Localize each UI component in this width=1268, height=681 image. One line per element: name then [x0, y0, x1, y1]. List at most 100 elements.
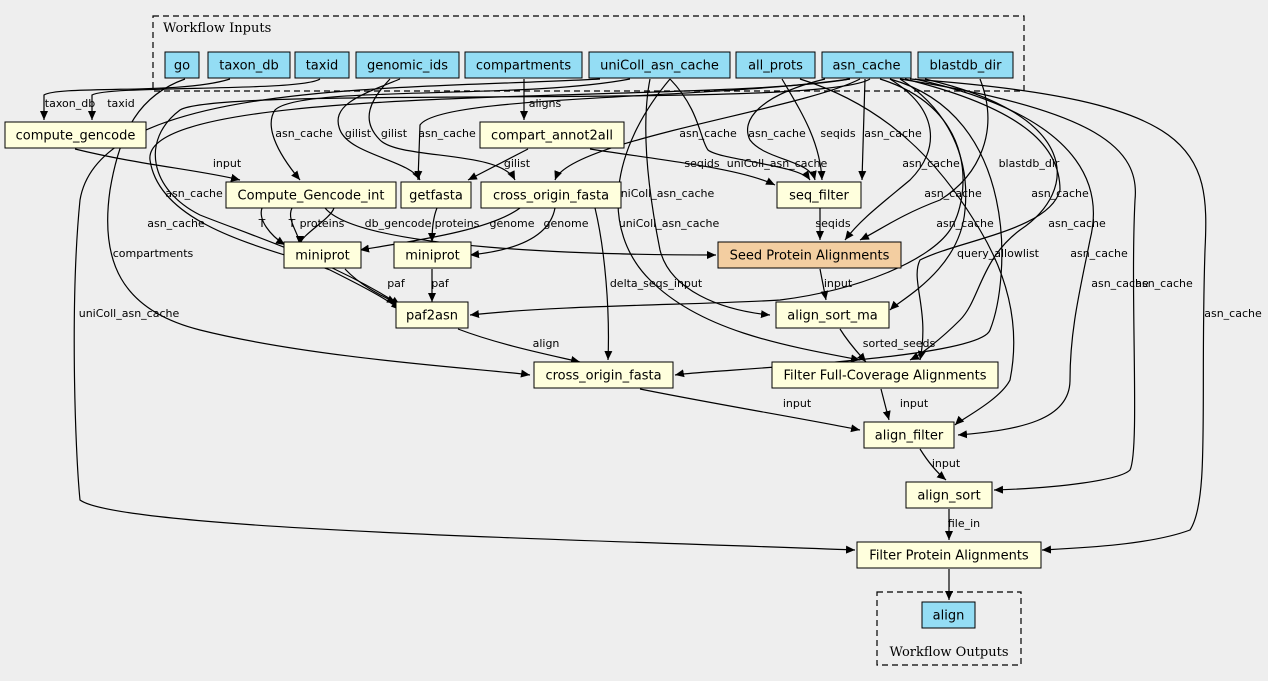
edge-label: taxon_db: [45, 97, 95, 110]
edge: [457, 328, 581, 364]
edge: [40, 78, 231, 120]
edge: [746, 78, 826, 181]
edge-label: asn_cache: [1070, 247, 1128, 260]
edge: [154, 78, 871, 306]
node-box: [283, 241, 362, 269]
edge: [919, 448, 947, 481]
edge: [819, 268, 829, 301]
edge: [839, 328, 867, 363]
edge: [674, 78, 1003, 378]
edge-label: input: [932, 457, 961, 470]
edge: [428, 207, 438, 243]
node-seq-filter[interactable]: seq_filter: [776, 181, 862, 209]
node-label: go: [174, 59, 190, 74]
edge-label: taxid: [107, 97, 135, 110]
edge-label: input: [900, 397, 929, 410]
edge-label: uniColl_asn_cache: [619, 217, 720, 230]
node-getfasta[interactable]: getfasta: [400, 181, 472, 209]
node-box: [395, 301, 469, 329]
node-seed[interactable]: Seed Protein Alignments: [717, 241, 902, 269]
node-label: Seed Protein Alignments: [730, 249, 890, 264]
node-box: [921, 601, 976, 629]
node-box: [400, 181, 472, 209]
node-miniprot-2[interactable]: miniprot: [393, 241, 472, 269]
edge: [73, 78, 856, 554]
edge: [639, 388, 861, 433]
edge-label: asn_cache: [165, 187, 223, 200]
node-align[interactable]: align: [921, 601, 976, 629]
node-label: seq_filter: [789, 189, 849, 204]
node-label: getfasta: [409, 189, 463, 204]
edge: [889, 78, 967, 311]
edge: [594, 207, 613, 361]
node-box: [905, 481, 993, 509]
edge: [914, 78, 1094, 439]
edge-label: uniColl_asn_cache: [727, 157, 828, 170]
node-filter-protein[interactable]: Filter Protein Alignments: [856, 541, 1042, 569]
node-box: [4, 121, 147, 149]
node-genomic-ids[interactable]: genomic_ids: [355, 51, 460, 79]
edge: [324, 207, 717, 259]
node-asn-cache[interactable]: asn_cache: [821, 51, 912, 79]
node-label: compartments: [476, 59, 571, 74]
node-taxid[interactable]: taxid: [294, 51, 350, 79]
node-compartments[interactable]: compartments: [464, 51, 583, 79]
cluster-label-outputs: Workflow Outputs: [890, 645, 1009, 660]
edge: [88, 78, 321, 120]
edge-label: seqids: [815, 217, 851, 230]
edge-label: asn_cache: [275, 127, 333, 140]
node-label: align: [933, 609, 965, 624]
edge: [467, 148, 529, 181]
node-paf2asn[interactable]: paf2asn: [395, 301, 469, 329]
node-label: cross_origin_fasta: [493, 189, 609, 204]
node-taxon-db[interactable]: taxon_db: [207, 51, 291, 79]
edge: [859, 78, 989, 241]
node-label: compart_annot2all: [491, 129, 613, 144]
edge-label: asn_cache: [1135, 277, 1193, 290]
node-box: [917, 51, 1014, 79]
node-compart-annot2all[interactable]: compart_annot2all: [479, 121, 625, 149]
edge-label: uniColl_asn_cache: [79, 307, 180, 320]
node-all-prots[interactable]: all_prots: [735, 51, 816, 79]
edge-label: seqids: [820, 127, 856, 140]
node-Compute-Gencode-int[interactable]: Compute_Gencode_int: [225, 181, 397, 209]
edge: [617, 78, 861, 363]
node-miniprot-1[interactable]: miniprot: [283, 241, 362, 269]
edge: [909, 78, 1207, 554]
node-label: Filter Protein Alignments: [869, 549, 1029, 564]
node-label: genomic_ids: [367, 59, 448, 74]
node-label: miniprot: [405, 249, 460, 264]
node-box: [735, 51, 816, 79]
edge-label: sorted_seeds: [863, 337, 936, 350]
edge-label: uniColl_asn_cache: [614, 187, 715, 200]
edge-label: T: [288, 217, 296, 230]
edge-label: asn_cache: [1204, 307, 1262, 320]
node-uniColl-asn-cache[interactable]: uniColl_asn_cache: [588, 51, 731, 79]
edge-label: gilist: [504, 157, 531, 170]
edge-label: asn_cache: [902, 157, 960, 170]
edge-label: input: [783, 397, 812, 410]
node-label: taxid: [306, 59, 339, 74]
node-label: blastdb_dir: [930, 59, 1003, 74]
node-box: [863, 421, 955, 449]
node-align-sort-ma[interactable]: align_sort_ma: [775, 301, 890, 329]
node-cross-origin-fasta-1[interactable]: cross_origin_fasta: [480, 181, 622, 209]
node-box: [164, 51, 200, 79]
node-blastdb-dir[interactable]: blastdb_dir: [917, 51, 1014, 79]
edge-label: proteins: [300, 217, 345, 230]
node-filter-full[interactable]: Filter Full-Coverage Alignments: [771, 361, 999, 389]
node-cross-origin-fasta-2[interactable]: cross_origin_fasta: [533, 361, 674, 389]
node-label: all_prots: [748, 59, 803, 74]
node-align-sort[interactable]: align_sort: [905, 481, 993, 509]
edge-label: seqids: [684, 157, 720, 170]
node-box: [479, 121, 625, 149]
node-align-filter[interactable]: align_filter: [863, 421, 955, 449]
node-go[interactable]: go: [164, 51, 200, 79]
edge: [469, 207, 556, 259]
edge: [260, 207, 286, 246]
node-compute-gencode[interactable]: compute_gencode: [4, 121, 147, 149]
node-label: Compute_Gencode_int: [238, 189, 385, 204]
edge-label: asn_cache: [924, 187, 982, 200]
edge-label: asn_cache: [1091, 277, 1149, 290]
